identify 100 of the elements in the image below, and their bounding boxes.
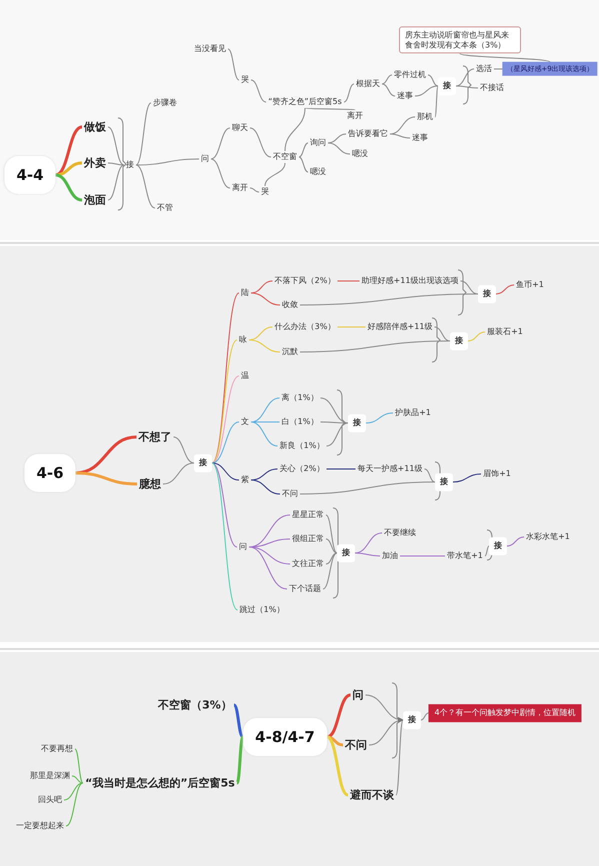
branch-topic: 不空窗（3%）: [156, 697, 234, 713]
topic-label: 很组正常: [290, 533, 326, 545]
connector-line: [250, 128, 272, 158]
connector-line: [420, 712, 429, 720]
connector-line: [55, 126, 82, 176]
connector-line: [248, 326, 273, 340]
topic-label: 温: [239, 370, 251, 382]
connector-line: [136, 164, 156, 208]
topic-label: 带水笔+1: [445, 550, 485, 562]
connector-line: [173, 436, 194, 464]
topic-label: 聊天: [230, 122, 250, 134]
connector-line: [456, 68, 474, 86]
connector-line: [414, 86, 438, 96]
branch-topic: 不问: [343, 737, 369, 753]
topic-label: 零件过机: [392, 69, 428, 81]
root-topic-box: 4-4: [4, 156, 56, 194]
topic-label: “赞齐之色”后空窗5s: [266, 96, 344, 108]
topic-label: 陆: [239, 287, 251, 299]
topic-label: 离（1%）: [280, 392, 320, 404]
connector-line: [366, 412, 394, 424]
connector-line: [300, 340, 450, 352]
connector-line: [326, 468, 356, 470]
topic-label: 嗯没: [350, 148, 370, 160]
connector-line: [210, 158, 230, 188]
connector-topic-box: 接: [194, 454, 212, 472]
topic-label: 一定要想起来: [14, 820, 66, 832]
connector-line: [300, 482, 436, 494]
connector-line: [460, 280, 478, 294]
connector-line: [250, 398, 280, 422]
connector-line: [300, 294, 478, 306]
topic-label: 助理好感+11级出现该选项: [360, 275, 460, 287]
connector-line: [212, 340, 238, 464]
connector-line: [250, 422, 278, 446]
connector-line: [66, 782, 84, 826]
connector-topic-box: 接: [438, 77, 456, 95]
topic-label: 水彩水笔+1: [524, 531, 572, 543]
topic-label: 跳过（1%）: [238, 604, 286, 616]
connector-line: [250, 292, 280, 306]
topic-label: 步骤卷: [151, 97, 179, 109]
connector-line: [382, 74, 392, 84]
connector-line: [162, 462, 194, 484]
topic-label: 什么办法（3%）: [272, 321, 338, 333]
topic-label: 回头吧: [36, 794, 64, 806]
topic-label: 问: [199, 153, 211, 165]
connector-line: [228, 48, 240, 80]
connector-topic-box: 接: [435, 473, 453, 491]
connector-line: [344, 84, 354, 102]
connector-line: [212, 462, 240, 480]
topic-label: 眉饰+1: [481, 468, 513, 480]
connector-line: [354, 552, 380, 556]
topic-label: 加油: [380, 550, 400, 562]
connector-line: [320, 398, 348, 424]
topic-label: 不落下风（2%）: [272, 275, 338, 287]
connector-line: [236, 736, 244, 784]
connector-line: [136, 158, 200, 166]
topic-label: 哭: [259, 186, 271, 198]
topic-label: 问: [237, 541, 249, 553]
connector-line: [468, 332, 486, 342]
topic-label: 鱼币+1: [514, 279, 546, 291]
connector-line: [304, 108, 356, 110]
connector-line: [212, 462, 238, 548]
topic-label: 不要继续: [382, 527, 418, 539]
connector-line: [64, 782, 84, 800]
connector-line: [212, 292, 240, 464]
note-box: 4个？有一个问触发梦中剧情，位置随机: [428, 704, 582, 722]
branch-topic: 做饭: [82, 119, 108, 135]
topic-label: 选活: [474, 63, 494, 75]
topic-label: 服装石+1: [485, 326, 525, 338]
connector-line: [298, 156, 308, 172]
topic-label: 好感陪伴感+11级: [366, 321, 434, 333]
topic-label: 紫: [239, 474, 251, 486]
connector-line: [212, 422, 240, 464]
connector-line: [75, 472, 138, 486]
connector-line: [326, 538, 338, 554]
connector-line: [298, 142, 308, 158]
connector-line: [337, 280, 360, 282]
connector-line: [496, 284, 514, 294]
connector-line: [250, 280, 273, 294]
connector-line: [456, 86, 478, 88]
branch-topic: 外卖: [82, 155, 108, 171]
connector-line: [326, 736, 349, 796]
connector-line: [322, 552, 338, 590]
connector-line: [210, 128, 230, 160]
connector-line: [390, 116, 416, 134]
branch-topic: 避而不谈: [348, 787, 396, 803]
connector-line: [434, 86, 438, 118]
connector-line: [248, 546, 290, 564]
topic-label: 收敛: [280, 299, 300, 311]
topic-label: 当没看见: [192, 43, 228, 55]
connector-line: [108, 126, 124, 166]
branch-topic: 问: [350, 687, 366, 703]
connector-line: [108, 162, 124, 166]
connector-line: [250, 80, 266, 102]
connector-line: [460, 53, 550, 62]
topic-label: 迷事: [395, 90, 415, 102]
connector-line: [248, 340, 280, 352]
topic-label: 白（1%）: [280, 416, 320, 428]
topic-label: 护肤品+1: [393, 407, 433, 419]
branch-topic: “我当时是怎么想的”后空窗5s: [83, 775, 237, 791]
connector-line: [382, 84, 396, 96]
